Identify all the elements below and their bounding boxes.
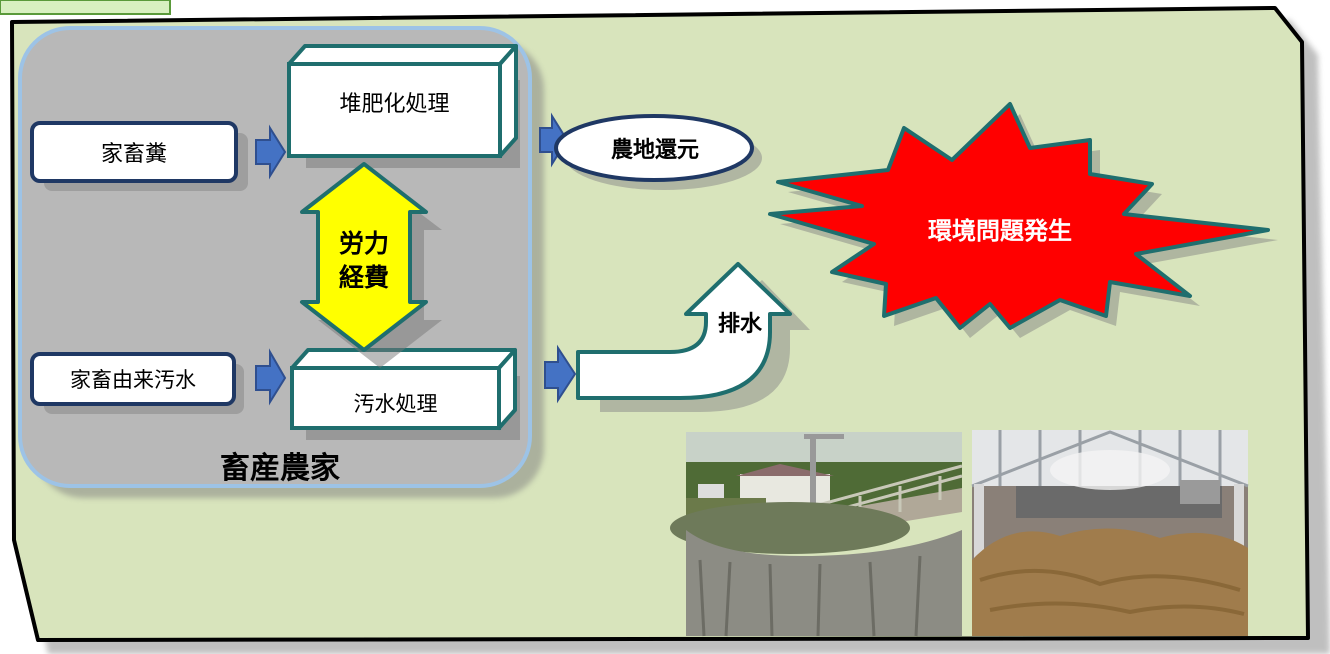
wastewater-treatment-tank-photo — [670, 432, 963, 637]
flow-arrows — [255, 112, 577, 406]
land-return-ellipse — [554, 114, 754, 182]
photo1-tank-streaks — [698, 555, 922, 637]
manure-input-label: 家畜糞 — [100, 142, 167, 167]
farm-label: 畜産農家 — [220, 451, 340, 486]
wastewater-treatment-box — [290, 348, 520, 440]
discharge-arrow — [576, 262, 792, 400]
cost-double-arrow — [300, 162, 428, 352]
title-tab — [0, 0, 171, 15]
compost-process-box — [287, 44, 520, 168]
treatment-box-top — [290, 348, 517, 370]
compost-box-face — [287, 62, 502, 158]
photo1-hut — [698, 484, 724, 500]
land-return-label: 農地還元 — [610, 138, 699, 163]
arrow-manure-to-compost — [255, 124, 287, 180]
cost-label-line2: 経費 — [338, 263, 389, 292]
arrow-wastewater-to-treatment — [255, 348, 287, 406]
compost-process-label: 堆肥化処理 — [339, 92, 450, 117]
compost-facility-photo — [971, 430, 1249, 636]
cost-label-line1: 労力 — [338, 229, 389, 258]
photo1-tower-top — [804, 434, 844, 439]
arrow-treatment-to-discharge — [544, 344, 577, 404]
manure-input-box — [30, 121, 238, 183]
problem-burst — [768, 102, 1270, 330]
photo2-steam — [1050, 450, 1170, 490]
wastewater-input-box — [30, 352, 236, 406]
problem-label: 環境問題発生 — [928, 216, 1072, 245]
wastewater-input-label: 家畜由来汚水 — [70, 368, 196, 392]
compost-box-side — [498, 44, 518, 158]
wastewater-treatment-label: 汚水処理 — [353, 392, 438, 416]
compost-box-top — [287, 44, 518, 66]
discharge-label: 排水 — [717, 312, 762, 337]
photo1-roof — [736, 464, 834, 476]
photo1-tower — [810, 438, 816, 508]
photo2-pillar-right — [1234, 484, 1244, 564]
photo1-tank-water — [670, 502, 910, 554]
photo2-pillar-left — [974, 484, 984, 564]
photo1-tank-wall — [686, 530, 962, 636]
photo2-compost-texture — [979, 568, 1245, 616]
photo2-machine-panel — [1180, 480, 1220, 504]
treatment-box-face — [290, 366, 501, 430]
